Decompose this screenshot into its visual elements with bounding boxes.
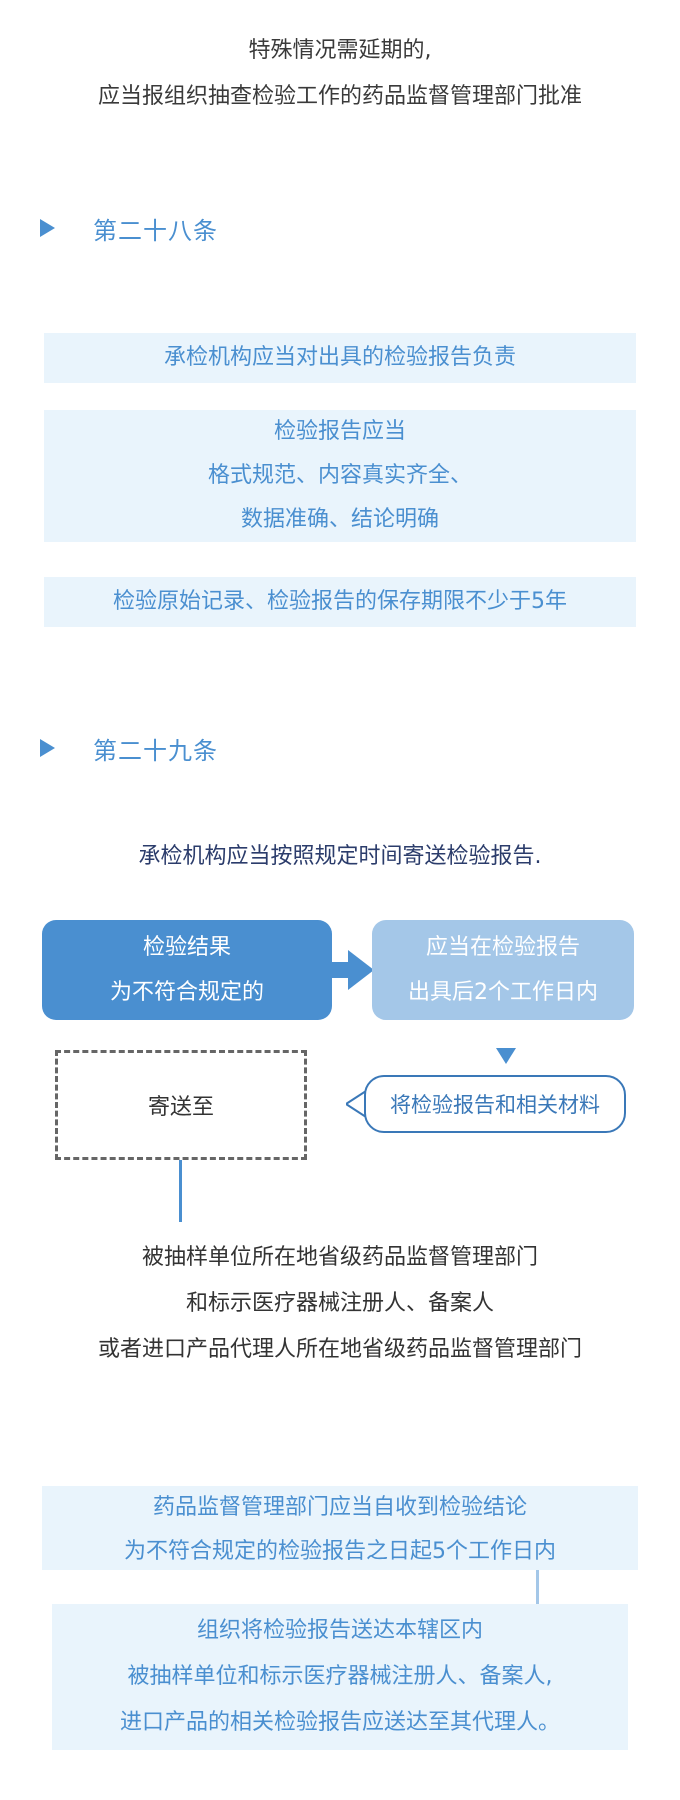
box-line-2: 为不符合规定的 [109,980,264,1005]
materials-bubble: 将检验报告和相关材料 [364,1075,626,1133]
connector-line [179,1160,182,1222]
panel-line-2: 格式规范、内容真实齐全、 [207,463,472,488]
panel-line-3: 数据准确、结论明确 [240,507,439,532]
box-line-1: 检验结果 [142,935,231,960]
right-arrow-icon [328,950,374,990]
triangle-bullet-icon [40,739,55,757]
intro-text: 特殊情况需延期的, 应当报组织抽查检验工作的药品监督管理部门批准 [0,28,680,120]
intro-line-2: 应当报组织抽查检验工作的药品监督管理部门批准 [97,84,582,109]
article-29-statement: 承检机构应当按照规定时间寄送检验报告. [138,844,542,869]
panel-text: 检验原始记录、检验报告的保存期限不少于5年 [113,589,567,614]
box-line-1: 应当在检验报告 [425,935,580,960]
article-29-title: 第二十九条 [93,736,218,765]
panel-text: 承检机构应当对出具的检验报告负责 [163,345,516,370]
article-29-header: 第二十九条 [40,733,218,765]
down-triangle-icon [496,1048,516,1064]
deadline-box: 应当在检验报告 出具后2个工作日内 [372,920,634,1020]
article-28-panel-3: 检验原始记录、检验报告的保存期限不少于5年 [44,577,636,627]
article-28-title: 第二十八条 [93,216,218,245]
notice-connector-line [536,1570,539,1604]
send-to-box: 寄送至 [55,1050,307,1160]
notice-line-1: 药品监督管理部门应当自收到检验结论 [152,1495,527,1520]
result-nonconforming-box: 检验结果 为不符合规定的 [42,920,332,1020]
notice-panel-2: 组织将检验报告送达本辖区内 被抽样单位和标示医疗器械注册人、备案人, 进口产品的… [52,1604,628,1750]
notice-line-2: 为不符合规定的检验报告之日起5个工作日内 [124,1539,556,1564]
notice-line-2: 被抽样单位和标示医疗器械注册人、备案人, [127,1664,553,1689]
recipient-line-2: 和标示医疗器械注册人、备案人 [185,1291,494,1316]
bubble-text: 将检验报告和相关材料 [390,1093,600,1117]
notice-panel-1: 药品监督管理部门应当自收到检验结论 为不符合规定的检验报告之日起5个工作日内 [42,1486,638,1570]
recipient-line-3: 或者进口产品代理人所在地省级药品监督管理部门 [97,1337,582,1362]
article-28-panel-2: 检验报告应当 格式规范、内容真实齐全、 数据准确、结论明确 [44,410,636,542]
triangle-bullet-icon [40,219,55,237]
article-28-panel-1: 承检机构应当对出具的检验报告负责 [44,333,636,383]
recipient-line-1: 被抽样单位所在地省级药品监督管理部门 [141,1245,538,1270]
recipients-text: 被抽样单位所在地省级药品监督管理部门 和标示医疗器械注册人、备案人 或者进口产品… [0,1235,680,1373]
notice-line-3: 进口产品的相关检验报告应送达至其代理人。 [119,1710,560,1735]
intro-line-1: 特殊情况需延期的, [248,38,432,63]
notice-line-1: 组织将检验报告送达本辖区内 [196,1618,483,1643]
send-to-label: 寄送至 [147,1095,214,1120]
panel-line-1: 检验报告应当 [273,419,406,444]
box-line-2: 出具后2个工作日内 [408,980,598,1005]
article-28-header: 第二十八条 [40,213,218,245]
